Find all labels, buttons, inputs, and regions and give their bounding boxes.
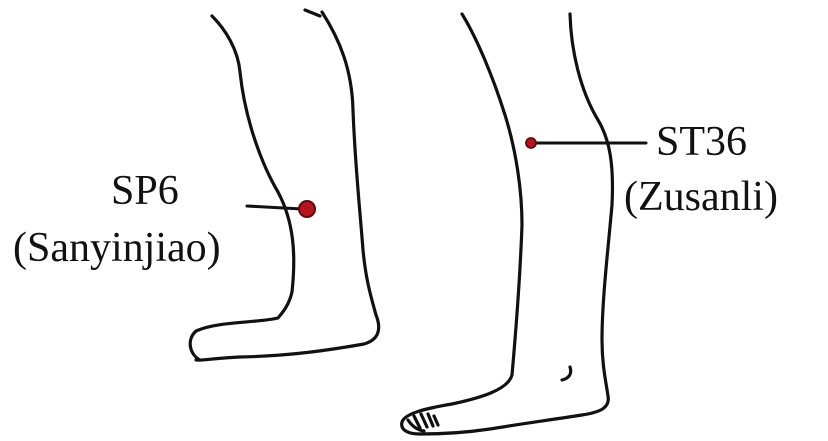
st36-marker [526, 138, 646, 148]
st36-point [526, 138, 536, 148]
left-leg-outline [190, 10, 378, 360]
sp6-point [299, 201, 315, 217]
right-leg-front-line [402, 14, 522, 434]
sp6-leader-line [247, 206, 302, 209]
left-leg-top-tick [305, 10, 320, 16]
sp6-marker [247, 201, 315, 217]
right-leg-outline [402, 14, 613, 434]
right-leg-back-line [420, 14, 612, 434]
st36-code-label: ST36 [656, 121, 747, 163]
left-leg-front-line [190, 16, 294, 360]
right-ankle-bone-mark [562, 367, 571, 380]
sp6-name-label: (Sanyinjiao) [13, 227, 221, 269]
toes [408, 414, 438, 431]
st36-name-label: (Zusanli) [624, 176, 778, 218]
sp6-code-label: SP6 [111, 170, 179, 212]
